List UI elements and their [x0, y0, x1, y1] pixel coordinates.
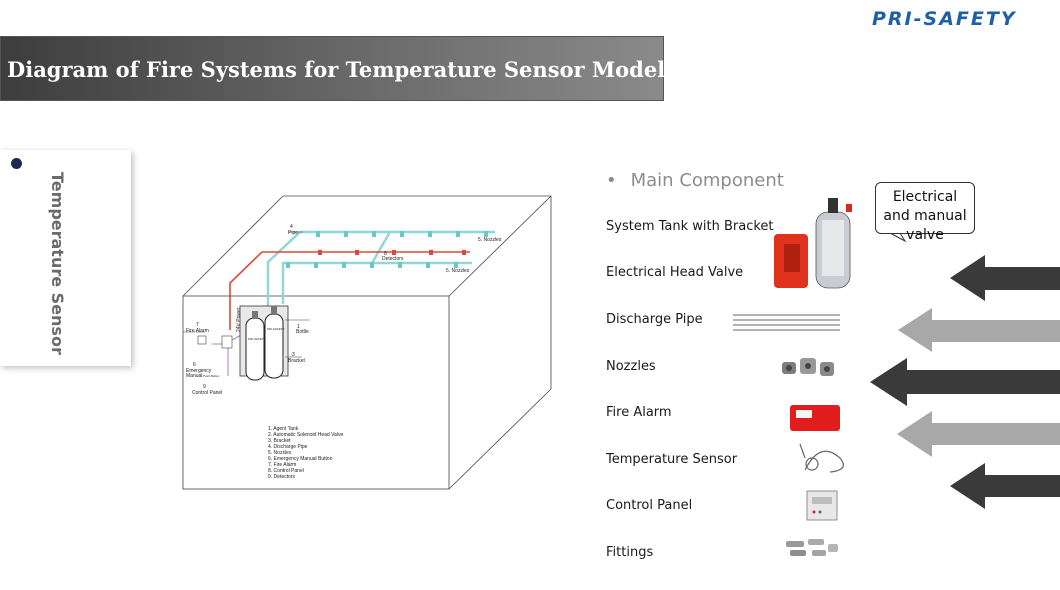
- legend-item: 3. Bracket: [268, 438, 291, 444]
- label-detectors: Detectors: [382, 256, 404, 262]
- page-title: Diagram of Fire Systems for Temperature …: [7, 57, 673, 82]
- label-emergency-num: 6: [193, 362, 196, 368]
- callout-tail: [889, 232, 907, 243]
- label-control-panel: Control Panel: [192, 390, 222, 396]
- arrow-left-icon: [950, 255, 1060, 301]
- arrow-left-icon: [950, 463, 1060, 509]
- side-card: [0, 150, 131, 366]
- label-control-num: 9: [203, 384, 206, 390]
- label-bottle-num: 1: [297, 324, 300, 330]
- label-fire-alarm-num: 7: [196, 322, 199, 328]
- main-component-label: Main Component: [630, 170, 784, 191]
- component-label: Temperature Sensor: [606, 452, 738, 467]
- title-bar: Diagram of Fire Systems for Temperature …: [0, 36, 672, 101]
- legend-item: 8. Control Panel: [268, 468, 304, 474]
- bullet: •: [606, 170, 617, 191]
- leader-lines: [183, 231, 310, 358]
- label-power: 24V Power: [236, 307, 242, 332]
- legend-item: 2. Automatic Solenoid Head Valve: [268, 432, 343, 438]
- label-emergency: Emergency: [186, 368, 212, 374]
- diagram-legend: 1. Agent Tank 2. Automatic Solenoid Head…: [268, 426, 343, 480]
- legend-item: 6. Emergency Manual Button: [268, 456, 333, 462]
- label-nozzles-top: 5. Nozzles: [478, 237, 502, 243]
- detectors: [318, 250, 466, 255]
- label-nozzles-bottom: 5. Nozzles: [446, 268, 470, 274]
- legend-item: 5. Nozzles: [268, 450, 292, 456]
- pipe-network: [266, 230, 495, 306]
- legend-item: 7. Fire Alarm: [268, 462, 296, 468]
- nozzles-image: [782, 358, 834, 376]
- tank-brand-right: PRI-SAFETY: [267, 327, 285, 331]
- fire-alarm-image: [790, 405, 840, 431]
- label-fire-alarm: Fire Alarm: [186, 328, 209, 334]
- legend-item: 1. Agent Tank: [268, 426, 299, 432]
- tank-brand-left: PRI-SAFETY: [248, 337, 266, 341]
- bullet-dot: [11, 158, 22, 169]
- brand-logo: PRI-SAFETY: [872, 8, 1017, 30]
- label-pipe: Pipe: [288, 230, 298, 236]
- control-panel-image: [806, 490, 838, 521]
- component-label: Nozzles: [606, 359, 656, 374]
- component-label: Electrical Head Valve: [606, 265, 744, 280]
- main-component-heading: • Main Component: [606, 170, 784, 191]
- nozzles-top: [286, 231, 488, 268]
- arrows: [870, 255, 1060, 509]
- room-box: [182, 195, 552, 490]
- arrow-left-icon: [897, 411, 1060, 457]
- fittings-image: [786, 539, 838, 556]
- system-tank-image: [774, 198, 852, 289]
- label-bracket: Bracket: [288, 358, 306, 364]
- component-label: Control Panel: [606, 498, 693, 513]
- legend-item: 9. Detectors: [268, 474, 295, 480]
- label-bottle: Bottle: [296, 329, 309, 335]
- legend-item: 4. Discharge Pipe: [268, 444, 308, 450]
- agent-tanks: [197, 305, 289, 381]
- label-manual: Manual: [186, 373, 202, 379]
- component-label: System Tank with Bracket: [606, 219, 774, 234]
- label-detectors-num: 8: [384, 251, 387, 257]
- temperature-sensor-image: [799, 443, 844, 473]
- component-label: Fittings: [606, 545, 654, 560]
- arrow-left-icon: [870, 358, 1060, 406]
- component-label: Discharge Pipe: [606, 312, 703, 327]
- label-push-button: Push Button: [203, 374, 220, 378]
- discharge-pipe-image: [733, 314, 840, 331]
- arrow-left-icon: [898, 308, 1060, 352]
- label-pipe-num: 4: [290, 224, 293, 230]
- callout-box: Electrical and manual valve: [875, 182, 975, 243]
- side-label: Temperature Sensor: [48, 172, 67, 355]
- label-bracket-num: 3: [292, 352, 295, 358]
- component-label: Fire Alarm: [606, 405, 672, 420]
